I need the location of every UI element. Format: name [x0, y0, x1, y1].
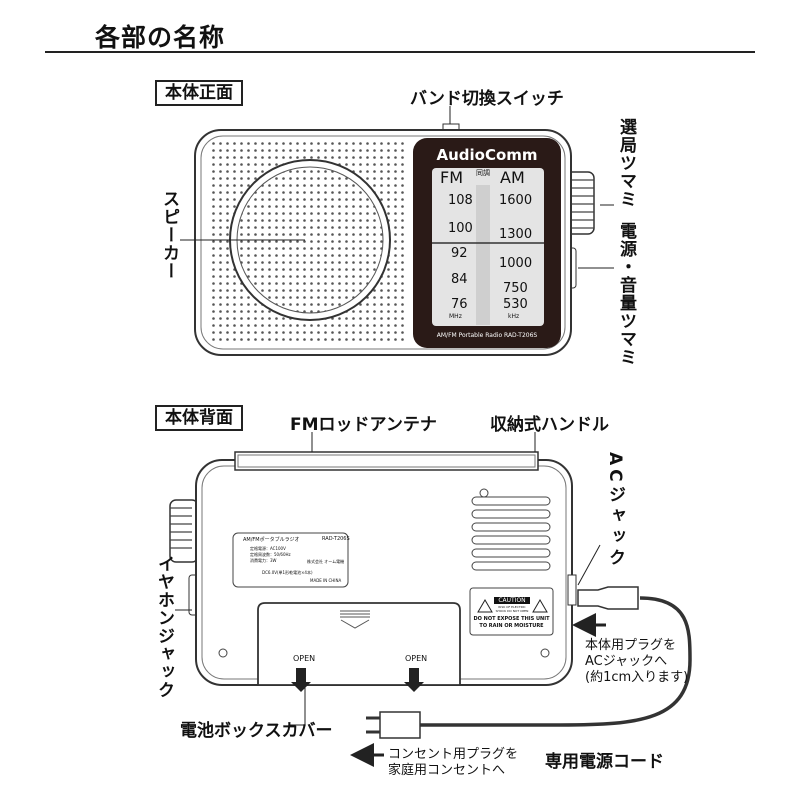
- plate-maker: 株式会社 オーム電機: [307, 559, 345, 564]
- ac-jack-callout: ACジャック: [605, 452, 625, 570]
- ac-jack: [567, 574, 577, 606]
- fm-scale-value: 76: [451, 297, 468, 312]
- plate-model: RAD-T206S: [322, 536, 350, 542]
- caution-text: TO RAIN OR MOISTURE: [479, 623, 544, 629]
- outlet-plug: [379, 711, 421, 739]
- earphone-jack-callout: イヤホンジャック: [154, 555, 174, 699]
- battery-cover-callout: 電池ボックスカバー: [180, 721, 333, 741]
- am-scale-value: 1000: [499, 256, 533, 271]
- caution-sub: RISK OF ELECTRIC SHOCK DO NOT OPEN: [495, 605, 529, 613]
- brand-logo: AudioComm: [436, 146, 538, 164]
- title-divider: [45, 51, 755, 53]
- open-label: OPEN: [293, 654, 316, 663]
- plate-title: AM/FMポータブルラジオ: [243, 537, 300, 543]
- power-cord: [420, 596, 692, 727]
- tuning-knob-callout: 選局ツマミ: [616, 118, 636, 208]
- caution-title: CAUTION: [494, 597, 530, 604]
- speaker-callout: スピーカー: [159, 190, 179, 280]
- caution-label: [469, 587, 554, 636]
- plate-battery: DC6.0V(単1形乾電池×4本): [262, 570, 313, 575]
- fm-scale-value: 84: [451, 272, 468, 287]
- tuning-indicator-label: 同調: [476, 169, 490, 177]
- power-cord-callout: 専用電源コード: [545, 752, 664, 772]
- plate-origin: MADE IN CHINA: [310, 578, 342, 583]
- fm-label: FM: [440, 168, 464, 187]
- model-text: AM/FM Portable Radio RAD-T206S: [436, 332, 538, 339]
- antenna-callout: FMロッドアンテナ: [290, 415, 437, 435]
- open-label: OPEN: [405, 654, 428, 663]
- fm-unit: MHz: [449, 313, 462, 320]
- am-scale-value: 750: [503, 281, 528, 296]
- front-radio: [194, 123, 595, 356]
- am-unit: kHz: [508, 313, 520, 320]
- band-switch-callout: バンド切換スイッチ: [410, 89, 564, 109]
- am-label: AM: [500, 168, 525, 187]
- body-plug: [577, 586, 639, 610]
- vent-slots: [471, 496, 551, 571]
- handle-callout: 収納式ハンドル: [490, 415, 609, 435]
- rod-antenna: [234, 451, 539, 471]
- rating-plate: [232, 532, 349, 588]
- fm-scale-value: 92: [451, 246, 468, 261]
- am-scale-value: 1300: [499, 227, 533, 242]
- am-scale-value: 530: [503, 297, 528, 312]
- am-scale-value: 1600: [499, 193, 533, 208]
- front-section-label: 本体正面: [155, 80, 243, 106]
- back-section-label: 本体背面: [155, 405, 243, 431]
- open-arrow-icon: [404, 668, 424, 692]
- power-volume-callout: 電源・音量ツマミ: [616, 222, 636, 366]
- page-title: 各部の名称: [95, 23, 226, 52]
- fm-scale-value: 108: [448, 193, 473, 208]
- open-arrow-icon: [291, 668, 311, 692]
- plug-outlet-note: コンセント用プラグを家庭用コンセントへ: [388, 747, 519, 778]
- caution-text: DO NOT EXPOSE THIS UNIT: [473, 616, 550, 622]
- back-radio: [169, 451, 692, 739]
- fm-scale-value: 100: [448, 221, 473, 236]
- battery-cover: [257, 602, 461, 686]
